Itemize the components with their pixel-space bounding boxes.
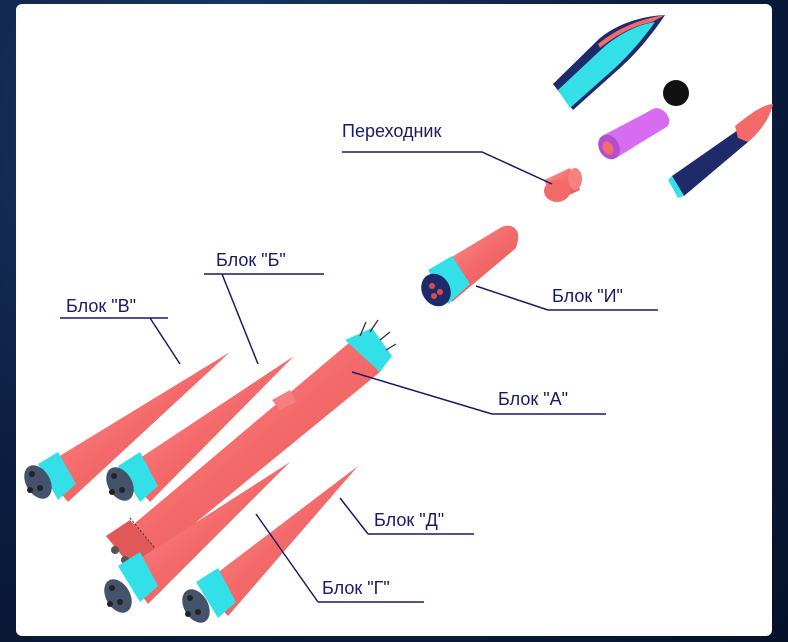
block-i-stage — [415, 226, 518, 312]
label-block-v: Блок "В" — [66, 296, 136, 316]
leader-block-v — [60, 318, 180, 364]
block-a-core — [106, 320, 396, 568]
label-block-g: Блок "Г" — [322, 578, 390, 598]
fairing-half-top — [553, 15, 665, 110]
label-block-d: Блок "Д" — [374, 510, 444, 530]
label-block-b: Блок "Б" — [216, 250, 286, 270]
label-adapter: Переходник — [342, 121, 441, 141]
adapter-part — [544, 168, 582, 202]
leader-adapter — [342, 152, 552, 184]
payload-spacecraft — [594, 80, 689, 163]
label-block-a: Блок "А" — [498, 389, 568, 409]
label-block-i: Блок "И" — [552, 286, 623, 306]
fairing-half-right — [668, 104, 773, 198]
leader-block-b — [204, 274, 324, 364]
